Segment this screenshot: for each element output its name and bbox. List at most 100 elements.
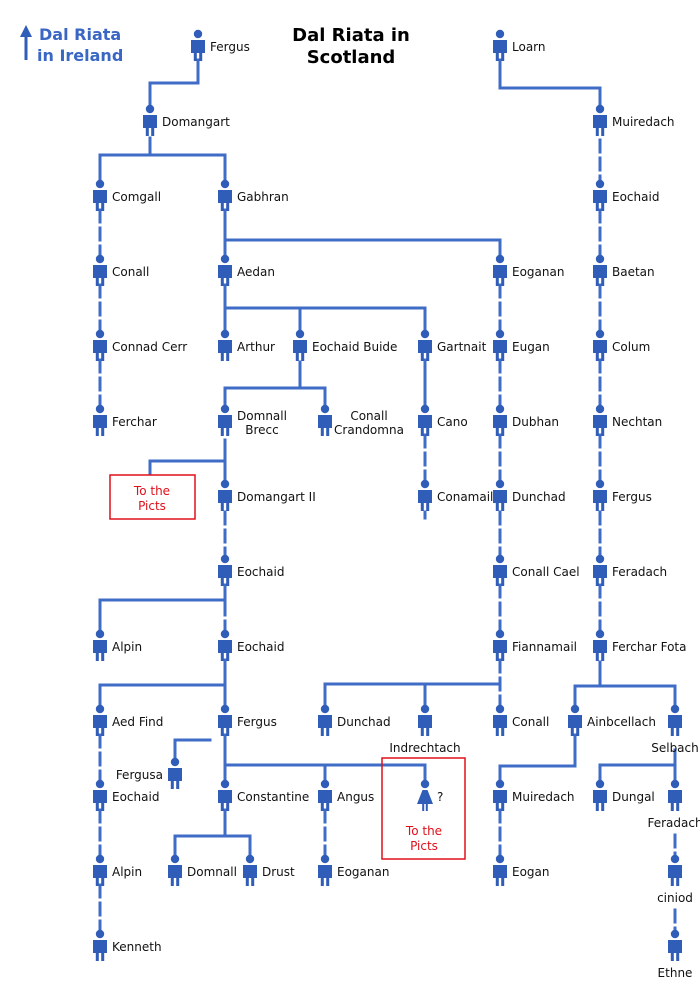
man-icon <box>493 29 507 61</box>
person-gartnait: Gartnait <box>418 329 487 361</box>
pict-note-box-2: To the Picts <box>381 757 466 860</box>
person-conamail: Conamail <box>418 479 493 511</box>
person-feradach-1: Feradach <box>593 554 667 586</box>
person-fergus-2: Fergus <box>593 479 652 511</box>
person-domangart-2: Domangart II <box>218 479 316 511</box>
arrow-head-icon <box>20 25 32 37</box>
person-eochaid-3: Eochaid <box>218 629 284 661</box>
person-name: Alpin <box>112 865 142 879</box>
man-icon <box>593 329 607 361</box>
person-eogan: Eogan <box>493 854 550 886</box>
person-name: Comgall <box>112 190 161 204</box>
man-icon <box>493 254 507 286</box>
man-icon <box>493 704 507 736</box>
person-name: Eochaid <box>112 790 159 804</box>
man-icon <box>493 554 507 586</box>
person-name: Eugan <box>512 340 550 354</box>
person-gabhran: Gabhran <box>218 179 289 211</box>
person-colum: Colum <box>593 329 650 361</box>
person-name: Fergus <box>237 715 277 729</box>
person-constantine: Constantine <box>218 779 309 811</box>
man-icon <box>293 329 307 361</box>
man-icon <box>593 554 607 586</box>
man-icon <box>493 779 507 811</box>
pict-note-2-line-1: To the <box>405 824 442 838</box>
person-domangart: Domangart <box>143 104 230 136</box>
person-name: Dungal <box>612 790 655 804</box>
person-name: Dunchad <box>337 715 391 729</box>
man-icon <box>418 329 432 361</box>
person-fergus-1: Fergus <box>191 29 250 61</box>
person-name: Drust <box>262 865 295 879</box>
man-icon <box>93 329 107 361</box>
man-icon <box>218 254 232 286</box>
person-name: Muiredach <box>512 790 575 804</box>
man-icon <box>593 404 607 436</box>
man-icon <box>593 629 607 661</box>
ireland-link[interactable]: Dal Riata in Ireland <box>20 25 123 65</box>
man-icon <box>568 704 582 736</box>
man-icon <box>593 479 607 511</box>
person-muiredach-2: Muiredach <box>493 779 575 811</box>
man-icon <box>418 704 432 736</box>
person-dubhan: Dubhan <box>493 404 559 436</box>
person-name: Aed Find <box>112 715 163 729</box>
person-name: Fergus <box>612 490 652 504</box>
person-name: ? <box>437 790 443 804</box>
person-connad-cerr: Connad Cerr <box>93 329 187 361</box>
man-icon <box>143 104 157 136</box>
person-ainbcellach: Ainbcellach <box>568 704 656 736</box>
person-name: Dubhan <box>512 415 559 429</box>
man-icon <box>318 704 332 736</box>
person-name: Fergusa <box>116 768 163 782</box>
person-loarn: Loarn <box>493 29 546 61</box>
man-icon <box>593 779 607 811</box>
person-name: Eoganan <box>512 265 564 279</box>
person-dunchad-1: Dunchad <box>493 479 566 511</box>
person-eochaid-4: Eochaid <box>93 779 159 811</box>
person-alpin-1: Alpin <box>93 629 142 661</box>
person-name: Connad Cerr <box>112 340 187 354</box>
person-baetan: Baetan <box>593 254 655 286</box>
man-icon <box>218 704 232 736</box>
person-dunchad-2: Dunchad <box>318 704 391 736</box>
ireland-link-line-1[interactable]: Dal Riata <box>39 25 121 44</box>
man-icon <box>218 329 232 361</box>
person-name: Kenneth <box>112 940 162 954</box>
man-icon <box>418 479 432 511</box>
person-name: Cano <box>437 415 468 429</box>
person-nechtan: Nechtan <box>593 404 662 436</box>
person-muiredach-1: Muiredach <box>593 104 675 136</box>
person-fergus-3: Fergus <box>218 704 277 736</box>
person-name: Aedan <box>237 265 275 279</box>
person-name: Domangart II <box>237 490 316 504</box>
person-name: Ethne <box>658 966 693 980</box>
man-icon <box>93 929 107 961</box>
connection-lines <box>98 58 677 932</box>
man-icon <box>93 779 107 811</box>
person-name: Feradach <box>647 816 700 830</box>
person-name: Eoganan <box>337 865 389 879</box>
person-name: Fergus <box>210 40 250 54</box>
person-conall-1: Conall <box>93 254 149 286</box>
man-icon <box>493 629 507 661</box>
person-cano: Cano <box>418 404 468 436</box>
person-name: Baetan <box>612 265 655 279</box>
ireland-link-line-2[interactable]: in Ireland <box>37 46 123 65</box>
man-icon <box>318 404 332 436</box>
person-name: Gartnait <box>437 340 487 354</box>
man-icon <box>593 254 607 286</box>
man-icon <box>493 479 507 511</box>
man-icon <box>93 704 107 736</box>
person-name: Conamail <box>437 490 493 504</box>
person-name: Domangart <box>162 115 230 129</box>
person-eochaid-2: Eochaid <box>218 554 284 586</box>
person-name: Domnall <box>187 865 237 879</box>
man-icon <box>191 29 205 61</box>
person-name: Constantine <box>237 790 309 804</box>
person-aed-find: Aed Find <box>93 704 163 736</box>
